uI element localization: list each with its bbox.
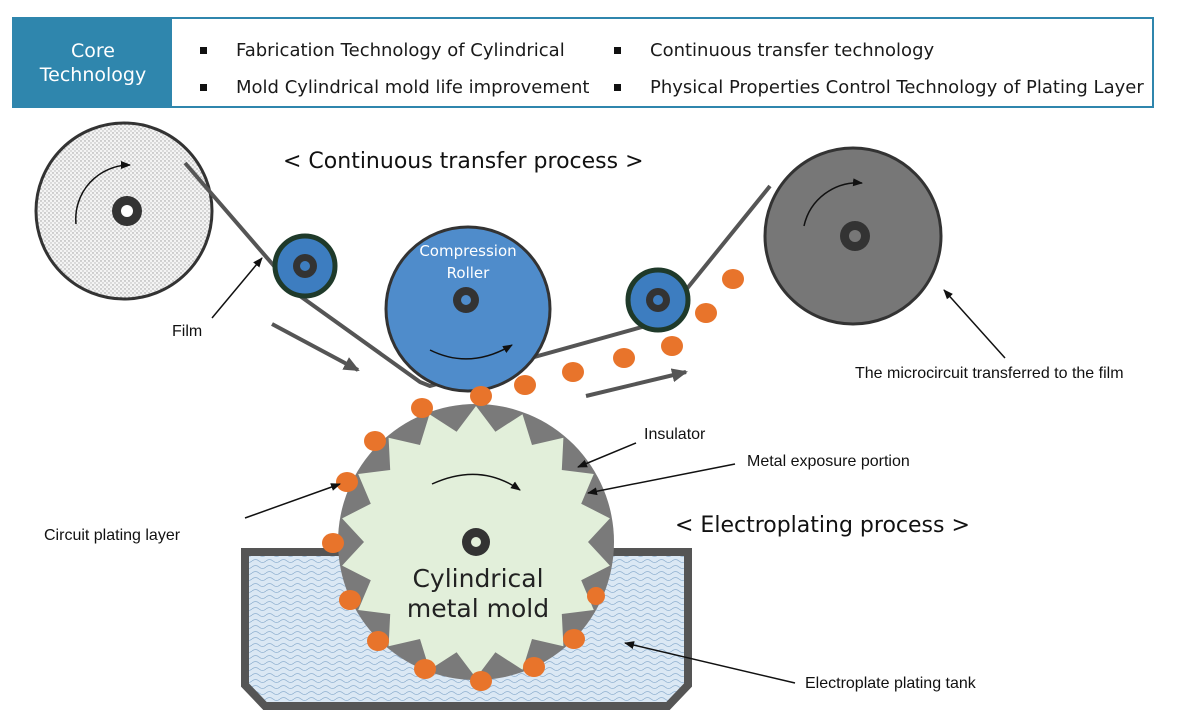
compression-roller-label: Compression Roller — [398, 240, 538, 284]
core-item-text: Fabrication Technology of Cylindrical — [236, 40, 565, 61]
core-label-line2: Technology — [39, 63, 147, 86]
core-item-physical-properties: Physical Properties Control Technology o… — [614, 77, 1144, 98]
film-direction-arrow-left — [271, 322, 360, 372]
insulator-label: Insulator — [644, 426, 706, 443]
mold-label: Cylindrical metal mold — [378, 564, 578, 624]
guide-roller-left — [272, 233, 338, 299]
insulator-pointer — [577, 442, 637, 468]
core-technology-box: Core Technology Fabrication Technology o… — [12, 17, 1154, 108]
core-label-line1: Core — [71, 39, 115, 62]
core-technology-label: Core Technology — [14, 19, 172, 106]
compression-roller — [384, 225, 552, 393]
core-item-text: Physical Properties Control Technology o… — [650, 77, 1144, 98]
tank-pointer — [624, 641, 796, 684]
electroplating-process-title: < Electroplating process > — [675, 513, 970, 538]
bullet-icon — [200, 47, 207, 54]
cylindrical-mold — [338, 404, 614, 680]
core-item-text: Mold Cylindrical mold life improvement — [236, 77, 590, 98]
guide-roller-right — [625, 267, 691, 333]
bullet-icon — [200, 84, 207, 91]
mold-hub-center — [471, 537, 481, 547]
take-up-roll — [763, 146, 943, 326]
supply-roll — [34, 121, 214, 301]
film-label: Film — [172, 323, 203, 340]
circuit-dots — [322, 269, 744, 691]
tank-label: Electroplate plating tank — [805, 675, 976, 692]
bullet-icon — [614, 47, 621, 54]
core-item-text: Continuous transfer technology — [650, 40, 935, 61]
core-item-fabrication: Fabrication Technology of Cylindrical — [200, 40, 565, 61]
mold-rotation-arrow — [431, 473, 521, 491]
compression-line2: Roller — [446, 264, 490, 282]
film-direction-arrow-right — [585, 368, 688, 398]
metal-exposure-pointer — [587, 463, 736, 496]
microcircuit-pointer — [943, 289, 1006, 359]
film-pointer — [211, 257, 263, 319]
circuit-plating-pointer — [244, 483, 341, 519]
microcircuit-label: The microcircuit transferred to the film — [855, 365, 1124, 382]
bullet-icon — [614, 84, 621, 91]
core-item-mold-life: Mold Cylindrical mold life improvement — [200, 77, 590, 98]
continuous-process-title: < Continuous transfer process > — [283, 149, 644, 174]
circuit-plating-label: Circuit plating layer — [44, 527, 181, 544]
mold-line2: metal mold — [406, 594, 550, 623]
metal-exposure-label: Metal exposure portion — [747, 453, 910, 470]
mold-line1: Cylindrical — [412, 564, 544, 593]
core-item-continuous: Continuous transfer technology — [614, 40, 935, 61]
compression-line1: Compression — [419, 242, 517, 260]
